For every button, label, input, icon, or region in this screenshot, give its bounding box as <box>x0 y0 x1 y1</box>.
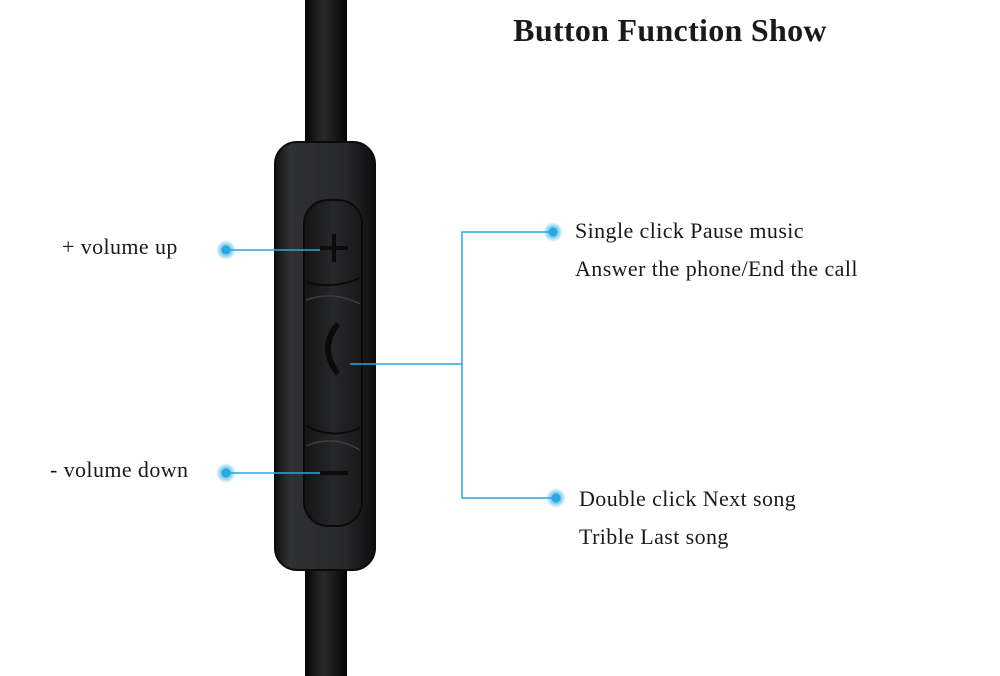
button-separator-bottom <box>305 440 361 451</box>
minus-icon <box>320 471 348 475</box>
callout-dot-single-click <box>543 222 563 242</box>
answer-call-label: Answer the phone/End the call <box>575 256 858 281</box>
button-separator-upper <box>305 295 361 305</box>
triple-click-label: Trible Last song <box>579 524 729 549</box>
callout-bracket <box>461 231 553 499</box>
cable-top <box>305 0 347 150</box>
callout-dot-volume-down <box>216 463 236 483</box>
callout-dot-volume-up <box>216 240 236 260</box>
callout-dot-double-click <box>546 488 566 508</box>
volume-down-label: - volume down <box>50 457 189 482</box>
single-click-label: Single click Pause music <box>575 218 804 243</box>
button-separator-lower <box>305 425 361 435</box>
double-click-label: Double click Next song <box>579 486 797 511</box>
plus-icon <box>320 234 348 262</box>
page-title: Button Function Show <box>513 12 827 48</box>
volume-up-label: + volume up <box>62 234 178 259</box>
cable-bottom <box>305 560 347 676</box>
button-separator-top <box>305 277 361 287</box>
phone-icon <box>325 322 340 376</box>
